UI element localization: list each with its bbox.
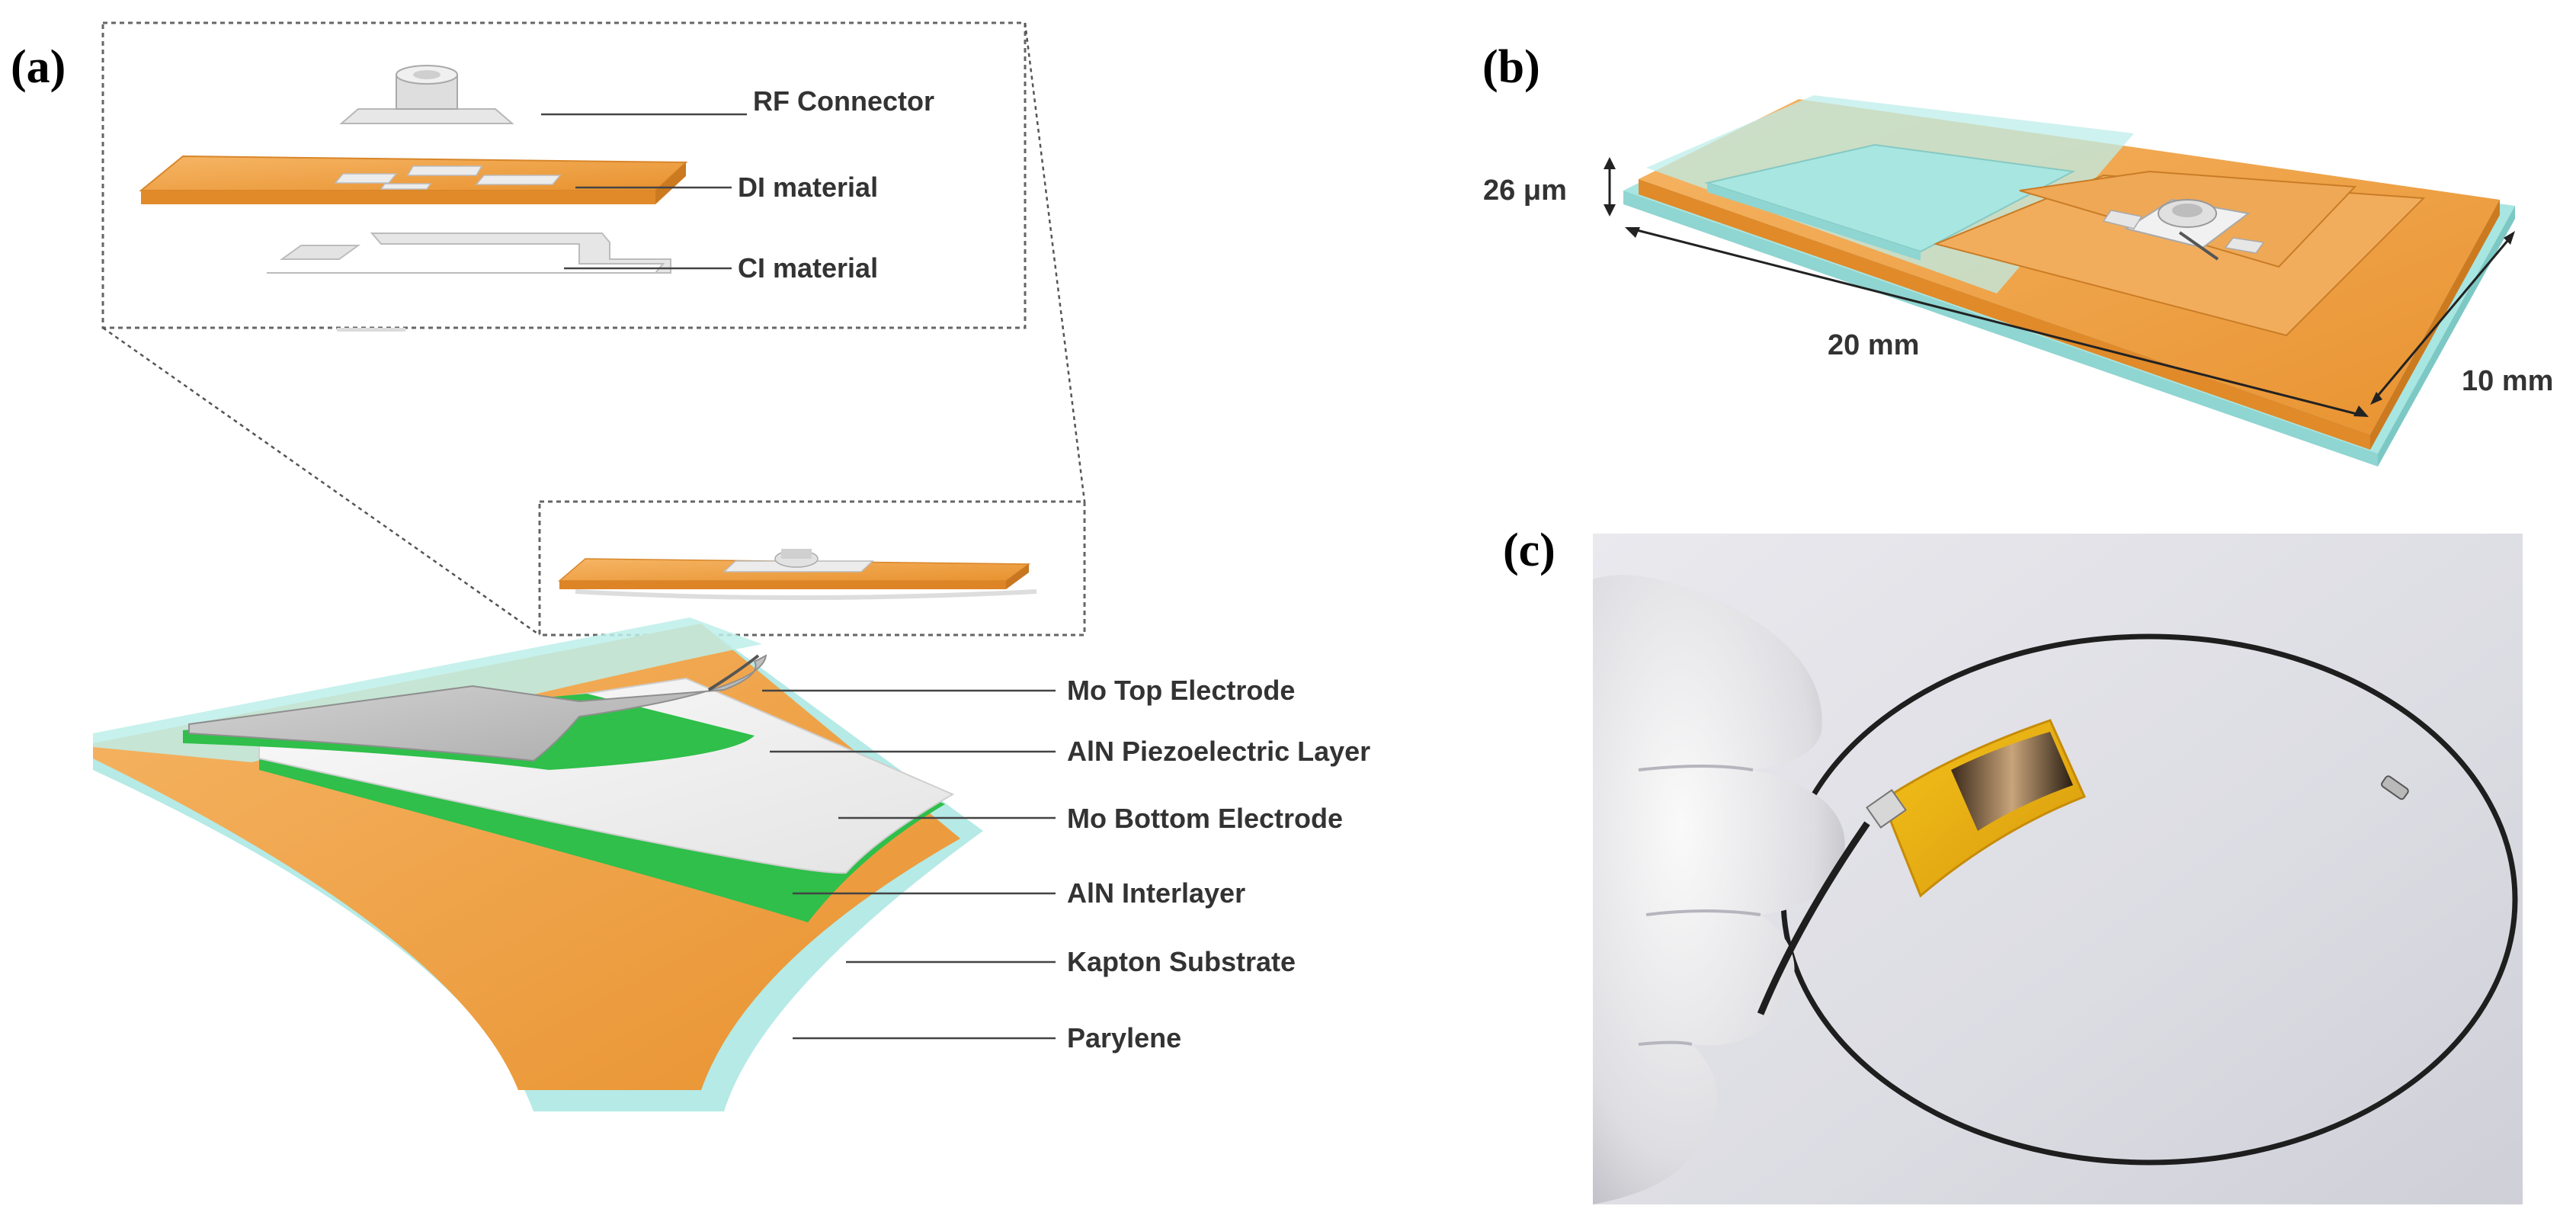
dimension-length-label: 20 mm xyxy=(1828,329,1919,361)
sensor-3d-view xyxy=(1623,95,2515,467)
label-aln-piezoelectric-layer: AlN Piezoelectric Layer xyxy=(1067,736,1370,767)
label-rf-connector: RF Connector xyxy=(753,85,934,117)
label-aln-interlayer: AlN Interlayer xyxy=(1067,877,1245,909)
layered-sensor-stack xyxy=(93,617,983,1111)
panel-a-letter: (a) xyxy=(11,41,66,93)
ci-material-part xyxy=(267,232,671,332)
panel-c-letter: (c) xyxy=(1503,524,1556,576)
dimension-thickness-arrow xyxy=(1604,157,1616,216)
dimension-thickness-label: 26 μm xyxy=(1483,175,1567,207)
di-material-part xyxy=(139,155,688,204)
rf-connector-part xyxy=(339,65,514,124)
label-ci-material: CI material xyxy=(738,252,878,284)
inset-zoom-box xyxy=(101,21,1086,637)
device-photo xyxy=(1593,534,2523,1204)
dimension-width-arrow xyxy=(2370,231,2515,405)
label-kapton-substrate: Kapton Substrate xyxy=(1067,946,1296,977)
label-mo-bottom-electrode: Mo Bottom Electrode xyxy=(1067,803,1343,834)
assembled-chip-thumbnail xyxy=(557,549,1037,600)
dimension-length-arrow xyxy=(1625,227,2369,417)
dimension-width-label: 10 mm xyxy=(2462,365,2553,397)
label-mo-top-electrode: Mo Top Electrode xyxy=(1067,675,1295,706)
panel-b-letter: (b) xyxy=(1482,41,1540,93)
label-parylene: Parylene xyxy=(1067,1022,1181,1053)
label-di-material: DI material xyxy=(738,172,878,203)
